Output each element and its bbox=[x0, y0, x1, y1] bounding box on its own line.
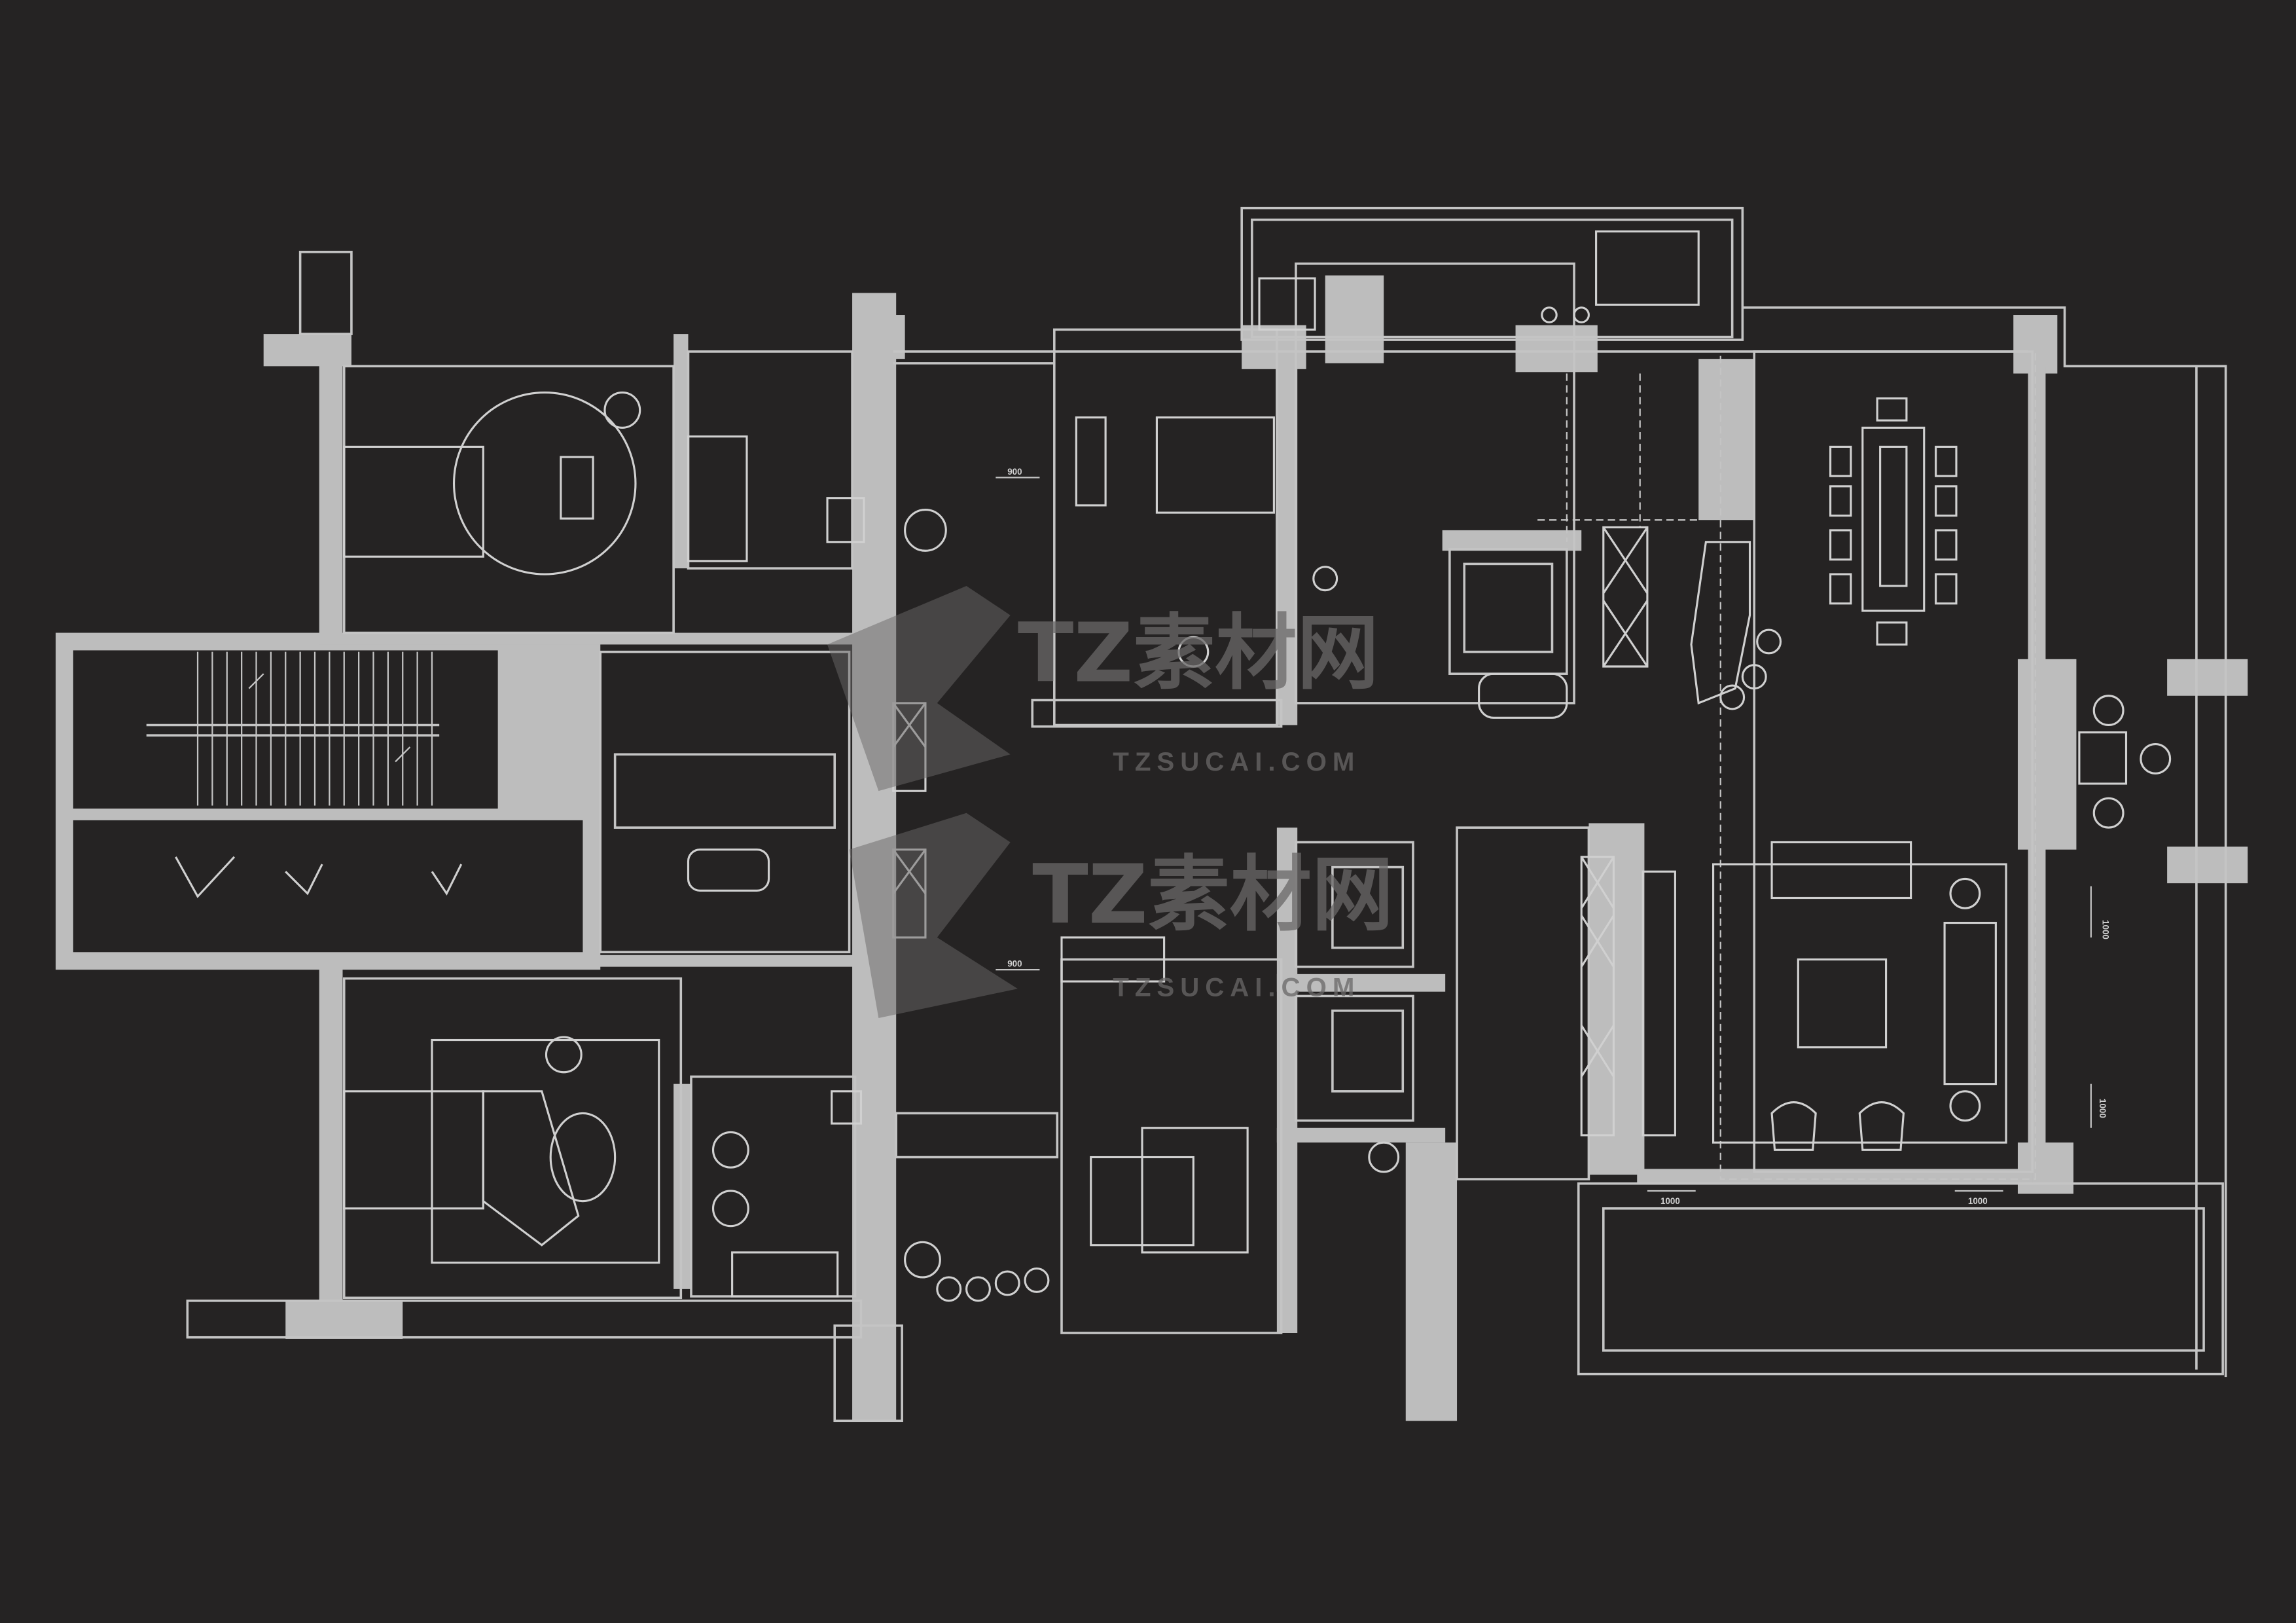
dimension-top-door: 900 bbox=[1007, 467, 1022, 477]
watermark-logo-icon bbox=[827, 585, 1011, 792]
watermark: TZ素材网 TZSUCAI.COM TZ素材网 TZSUCAI.COM bbox=[827, 585, 1393, 1018]
dimension-labels: 900 900 1000 1000 1000 1000 bbox=[996, 467, 2111, 1206]
dimension-bottom-left-window: 1000 bbox=[1660, 1196, 1680, 1206]
watermark-url-bottom: TZSUCAI.COM bbox=[1113, 972, 1360, 1002]
dimension-bottom-right-window: 1000 bbox=[1968, 1196, 1988, 1206]
watermark-url-top: TZSUCAI.COM bbox=[1113, 747, 1360, 776]
dimension-middle-door: 900 bbox=[1007, 959, 1022, 969]
furniture bbox=[343, 230, 2172, 1302]
dimension-right-lower-window: 1000 bbox=[2098, 1099, 2108, 1118]
dimension-right-upper-window: 1000 bbox=[2101, 920, 2111, 939]
watermark-brand-bottom: TZ素材网 bbox=[1032, 847, 1393, 943]
watermark-brand-top: TZ素材网 bbox=[1018, 605, 1379, 701]
outer-walls bbox=[56, 275, 2248, 1421]
stairs bbox=[146, 651, 463, 898]
watermark-logo-icon-2 bbox=[849, 812, 1018, 1018]
